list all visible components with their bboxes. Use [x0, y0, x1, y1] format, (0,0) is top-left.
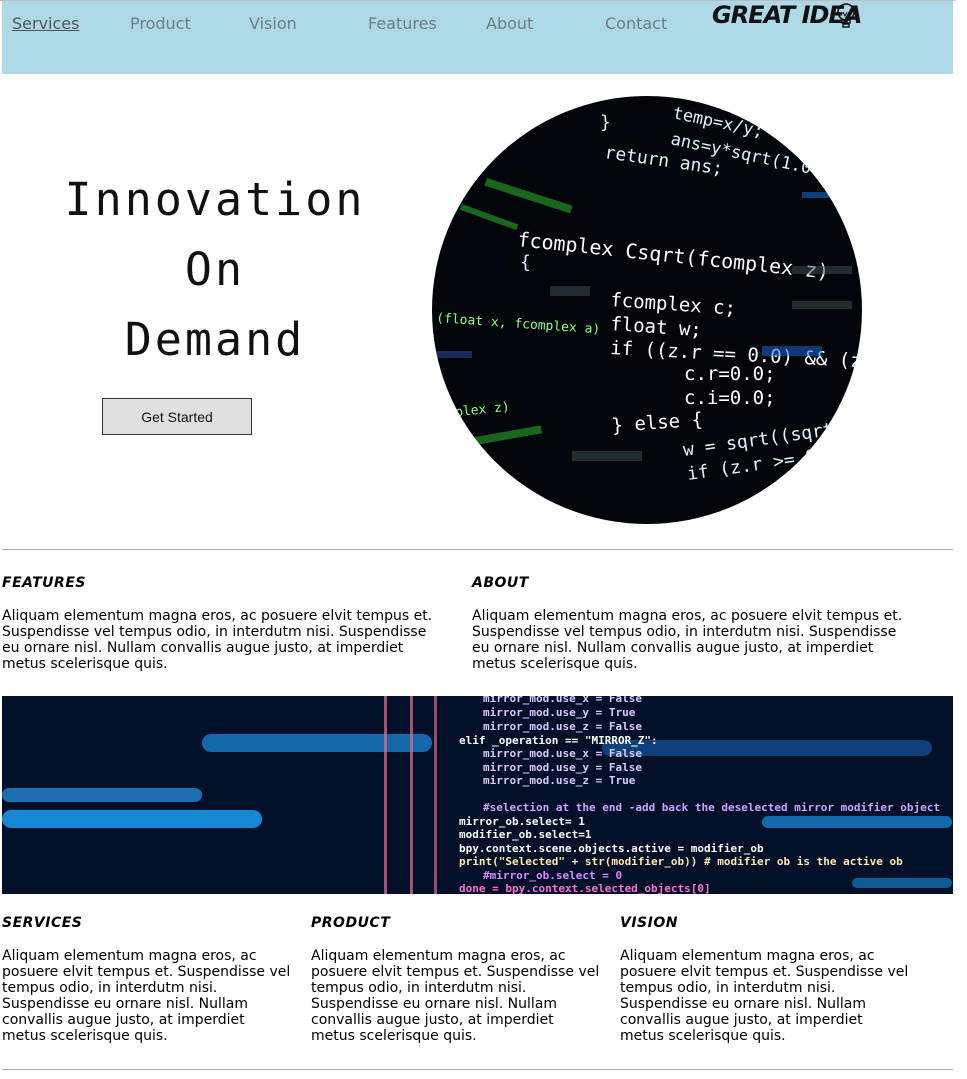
top-navbar: Services Product Vision Features About C… — [2, 1, 953, 74]
banner-code-line: print("Selected" + str(modifier_ob)) # m… — [459, 855, 903, 868]
get-started-button[interactable]: Get Started — [102, 398, 252, 435]
nav-link-about[interactable]: About — [486, 14, 534, 33]
services-text: Aliquam elementum magna eros, ac posuere… — [2, 948, 291, 1044]
lightbulb-icon — [837, 3, 855, 28]
hero-code-line: } — [600, 112, 611, 133]
features-text: Aliquam elementum magna eros, ac posuere… — [2, 608, 433, 672]
banner-light-streaks — [2, 696, 952, 894]
vision-text: Aliquam elementum magna eros, ac posuere… — [620, 948, 909, 1044]
section-divider-bottom — [2, 1069, 953, 1070]
hero-title-line-3: Demand — [124, 313, 306, 366]
banner-code-line: #mirror_ob.select = 0 — [483, 869, 622, 882]
hero-code-line: { — [520, 252, 531, 273]
hero-code-background — [432, 96, 862, 524]
vision-heading: VISION — [620, 915, 678, 931]
site-logo[interactable]: GREAT IDEA — [712, 1, 862, 29]
nav-link-services[interactable]: Services — [12, 14, 80, 33]
product-heading: PRODUCT — [311, 915, 391, 931]
banner-code-line: mirror_mod.use_x = False — [483, 747, 642, 760]
nav-link-vision[interactable]: Vision — [249, 14, 297, 33]
hero-code-line: c.i=0.0; — [684, 387, 776, 409]
banner-code-line: mirror_ob.select= 1 — [459, 815, 585, 828]
hero-code-line: c.r=0.0; — [684, 363, 776, 385]
banner-code-line: mirror_mod.use_x = False — [483, 696, 642, 705]
banner-code-line: mirror_mod.use_y = False — [483, 761, 642, 774]
banner-code-line: mirror_mod.use_y = True — [483, 706, 636, 719]
banner-code-line: done = bpy.context.selected_objects[0] — [459, 882, 711, 894]
banner-code-line: bpy.context.scene.objects.active = modif… — [459, 842, 764, 855]
nav-link-features[interactable]: Features — [368, 14, 437, 33]
about-heading: ABOUT — [472, 575, 529, 591]
nav-link-product[interactable]: Product — [130, 14, 191, 33]
banner-code-line: mirror_mod.use_z = True — [483, 774, 636, 787]
hero-code-image: temp=x/y; ans=y*sqrt(1.0+temp } return a… — [432, 96, 862, 524]
about-text: Aliquam elementum magna eros, ac posuere… — [472, 608, 903, 672]
nav-link-contact[interactable]: Contact — [605, 14, 668, 33]
product-text: Aliquam elementum magna eros, ac posuere… — [311, 948, 600, 1044]
hero-title: Innovation On Demand — [40, 165, 390, 375]
banner-code-line: elif _operation == "MIRROR_Z": — [459, 734, 658, 747]
section-divider-top — [2, 549, 953, 550]
features-heading: FEATURES — [2, 575, 86, 591]
hero-title-line-2: On — [184, 243, 246, 296]
hero-title-line-1: Innovation — [64, 173, 366, 226]
top-border — [0, 0, 955, 1]
banner-code-line: #selection at the end -add back the dese… — [483, 801, 940, 814]
code-banner-image: mirror_mod.use_x = False mirror_mod.use_… — [2, 696, 953, 894]
services-heading: SERVICES — [2, 915, 83, 931]
banner-code-line: mirror_mod.use_z = False — [483, 720, 642, 733]
banner-code-line: modifier_ob.select=1 — [459, 828, 592, 841]
